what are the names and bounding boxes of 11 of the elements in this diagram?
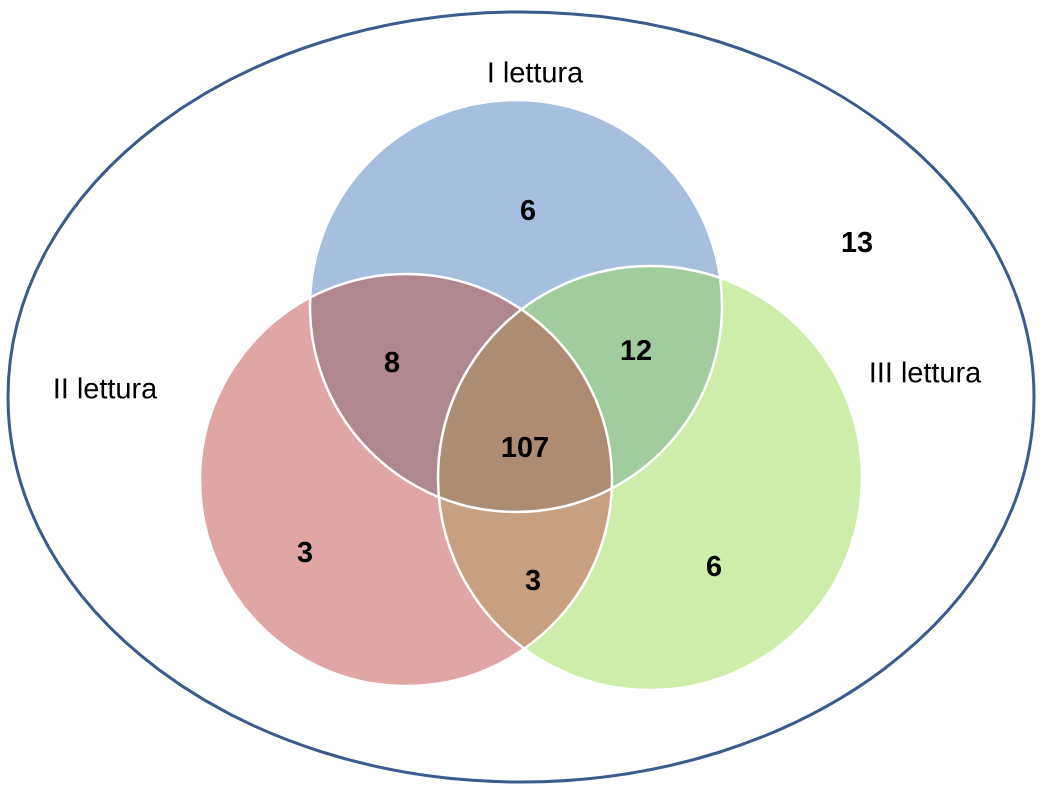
region-count: 6 [521,199,535,221]
region-count: 3 [525,569,540,591]
region-count: 12 [621,339,651,361]
region-count: 13 [842,231,873,253]
region-count: 3 [297,541,312,563]
circle-label: III lettura [871,361,982,383]
region-count: 8 [384,351,400,373]
circle-label: II lettura [55,377,158,399]
region-count: 6 [707,555,721,577]
region-count: 107 [502,436,548,458]
circle-label: I lettura [489,61,584,83]
